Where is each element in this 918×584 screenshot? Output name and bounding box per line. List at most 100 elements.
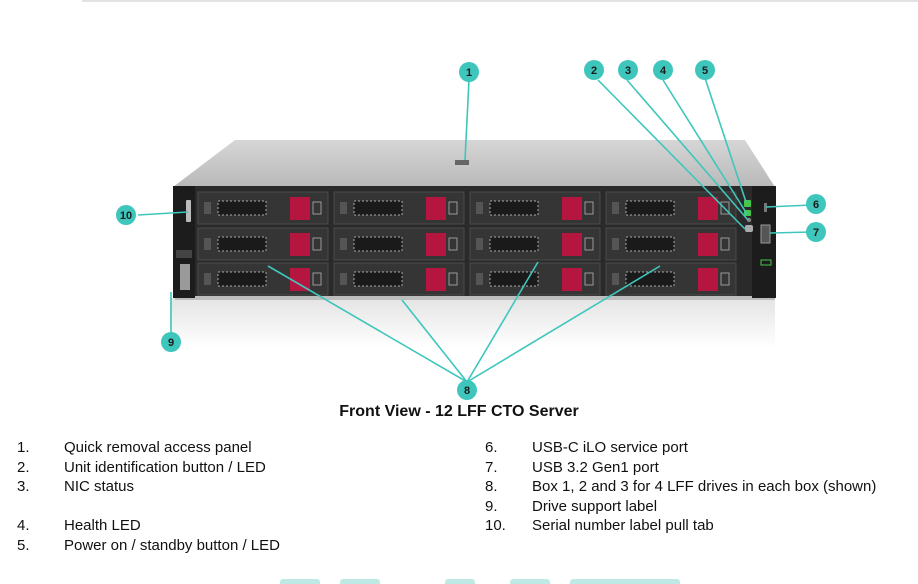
drive-vent-grille <box>353 271 403 287</box>
lff-drive-bay[interactable] <box>333 262 465 296</box>
drive-release-icon <box>340 273 347 285</box>
callout-5: 5 <box>695 60 715 80</box>
drive-handle[interactable] <box>426 197 446 220</box>
legend-item: 8.Box 1, 2 and 3 for 4 LFF drives in eac… <box>485 477 905 497</box>
drive-handle[interactable] <box>562 233 582 256</box>
legend-text: Quick removal access panel <box>64 439 252 456</box>
drive-handle[interactable] <box>290 197 310 220</box>
drive-support-label <box>180 264 190 290</box>
leader-line <box>466 261 539 383</box>
drive-handle[interactable] <box>426 268 446 291</box>
callout-circle <box>806 194 826 214</box>
drive-vent-grille <box>489 236 539 252</box>
drive-handle[interactable] <box>562 268 582 291</box>
drive-vent-grille <box>625 271 675 287</box>
drive-release-icon <box>204 202 211 214</box>
leader-line <box>597 79 746 230</box>
callout-2: 2 <box>584 60 604 80</box>
drive-handle[interactable] <box>698 233 718 256</box>
callout-number: 1 <box>466 67 472 79</box>
legend-number: 8. <box>485 478 498 495</box>
callout-circle <box>584 60 604 80</box>
callout-number: 3 <box>625 65 631 77</box>
callout-3: 3 <box>618 60 638 80</box>
callout-8: 8 <box>457 380 477 400</box>
usb-c-ilo-port[interactable] <box>764 203 767 212</box>
drive-status-icon <box>720 237 730 251</box>
drive-vent-grille <box>625 236 675 252</box>
legend-right-column: 6.USB-C iLO service port 7.USB 3.2 Gen1 … <box>485 438 905 536</box>
drive-release-icon <box>476 238 483 250</box>
drive-release-icon <box>612 238 619 250</box>
lff-drive-bay[interactable] <box>605 262 737 296</box>
callout-circle <box>161 332 181 352</box>
lff-drive-bay[interactable] <box>605 227 737 261</box>
drive-release-icon <box>340 202 347 214</box>
legend-text: USB 3.2 Gen1 port <box>532 458 659 476</box>
lff-drive-bay[interactable] <box>605 191 737 225</box>
callout-9: 9 <box>161 332 181 352</box>
uid-button[interactable] <box>745 225 753 232</box>
legend-text: Drive support label <box>532 497 658 515</box>
legend-text: Unit identification button / LED <box>64 458 266 476</box>
drive-vent-grille <box>625 200 675 216</box>
callout-number: 2 <box>591 65 597 77</box>
legend-item: 10.Serial number label pull tab <box>485 516 905 536</box>
drive-status-icon <box>448 272 458 286</box>
leader-line <box>704 77 747 203</box>
drive-status-icon <box>448 201 458 215</box>
drive-handle[interactable] <box>698 268 718 291</box>
legend-number: 6. <box>485 439 498 456</box>
drive-vent-grille <box>217 236 267 252</box>
callout-circle <box>116 205 136 225</box>
leader-line <box>769 231 813 234</box>
legend-text: NIC status <box>64 478 135 495</box>
lff-drive-bay[interactable] <box>469 191 601 225</box>
callout-4: 4 <box>653 60 673 80</box>
legend-spacer <box>17 497 437 517</box>
lff-drive-bay[interactable] <box>333 227 465 261</box>
server-front-view-diagram: 1 2 3 4 5 6 7 8 9 10 <box>116 60 826 400</box>
hpe-logo <box>455 160 469 165</box>
legend-item: 2.Unit identification button / LED <box>17 458 437 478</box>
drive-status-icon <box>720 201 730 215</box>
drive-release-icon <box>340 238 347 250</box>
callout-number: 10 <box>120 210 132 222</box>
serial-pull-tab[interactable] <box>186 200 191 222</box>
callout-6: 6 <box>806 194 826 214</box>
lff-drive-bay[interactable] <box>197 227 329 261</box>
drive-handle[interactable] <box>426 233 446 256</box>
leader-line <box>137 211 189 216</box>
lff-drive-bay[interactable] <box>197 191 329 225</box>
drive-vent-grille <box>353 236 403 252</box>
usb-port[interactable] <box>760 224 771 244</box>
top-divider <box>82 0 918 2</box>
figure-caption: Front View - 12 LFF CTO Server <box>339 403 579 420</box>
lff-drive-bay[interactable] <box>333 191 465 225</box>
drive-release-icon <box>204 238 211 250</box>
drive-handle[interactable] <box>698 197 718 220</box>
drive-status-icon <box>584 237 594 251</box>
legend-number: 5. <box>17 536 30 554</box>
leader-line <box>466 265 661 383</box>
hpe-brand-mark <box>760 259 772 266</box>
legend-item: 3. NIC status <box>17 477 437 497</box>
drive-release-icon <box>612 202 619 214</box>
callout-number: 4 <box>660 65 667 77</box>
drive-handle[interactable] <box>290 268 310 291</box>
cropped-bottom-content <box>270 577 720 584</box>
legend-item: 9.Drive support label <box>485 497 905 517</box>
lff-drive-bay[interactable] <box>469 227 601 261</box>
drive-handle[interactable] <box>290 233 310 256</box>
leader-line <box>267 265 468 383</box>
callout-number: 7 <box>813 227 819 239</box>
callout-number: 9 <box>168 337 174 349</box>
drive-handle[interactable] <box>562 197 582 220</box>
legend-number: 3. <box>17 478 30 495</box>
lff-drive-bay[interactable] <box>197 262 329 296</box>
callout-circle <box>459 62 479 82</box>
drive-status-icon <box>448 237 458 251</box>
drive-release-icon <box>612 273 619 285</box>
legend-item: 4.Health LED <box>17 516 437 536</box>
legend-item: 1.Quick removal access panel <box>17 438 437 458</box>
